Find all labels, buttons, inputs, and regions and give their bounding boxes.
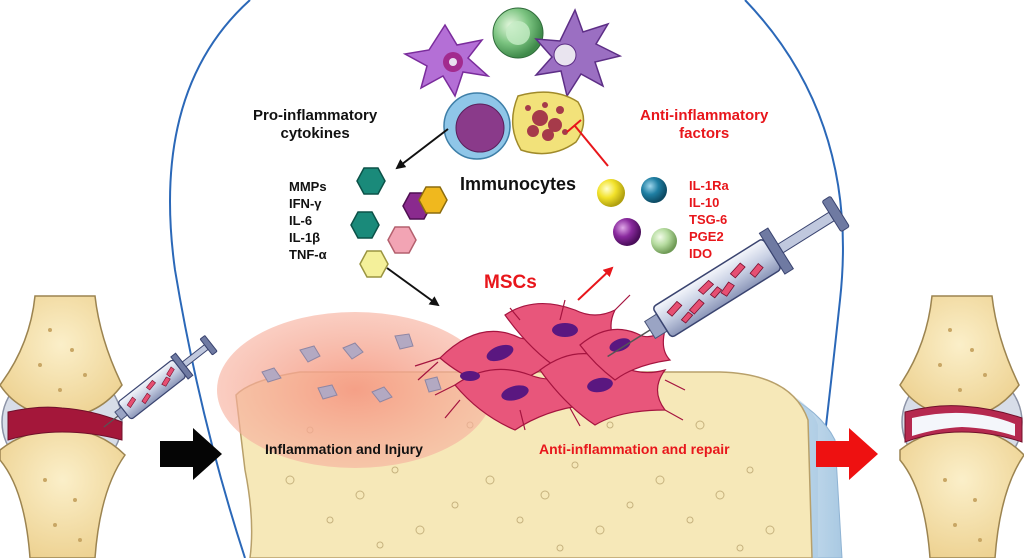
- knee-repaired: [899, 295, 1024, 558]
- syringe-small: [103, 335, 218, 428]
- factor-list: IL-1Ra IL-10 TSG-6 PGE2 IDO: [689, 177, 729, 262]
- syringe-large: [607, 196, 850, 358]
- knee-inflamed: [0, 295, 126, 558]
- cytokine-item: IFN-γ: [289, 196, 322, 211]
- anti-inflammation-repair-label: Anti-inflammation and repair: [539, 441, 730, 457]
- cytokine-item: MMPs: [289, 179, 327, 194]
- factor-balls: [597, 177, 677, 254]
- zoom-outline-left: [169, 0, 251, 558]
- cytokine-item: IL-6: [289, 213, 313, 228]
- repair-arrow: [816, 428, 878, 480]
- cytokine-hexagons: [350, 167, 448, 278]
- mscs-label: MSCs: [484, 272, 537, 293]
- factor-item: IDO: [689, 246, 713, 261]
- inflammation-zone: [217, 312, 493, 468]
- factor-item: IL-10: [689, 195, 720, 210]
- msc-cluster: [414, 294, 686, 431]
- immunocytes-label: Immunocytes: [460, 174, 577, 194]
- pathway-arrows: [386, 119, 614, 307]
- immunocyte-group: [402, 7, 623, 160]
- cytokine-item: TNF-α: [289, 247, 327, 262]
- inflammation-injury-label: Inflammation and Injury: [265, 441, 423, 457]
- pro-inflammatory-label: Pro-inflammatory cytokines: [253, 107, 378, 142]
- anti-inflammatory-label: Anti-inflammatory factors: [640, 107, 769, 142]
- inflammation-arrow: [160, 428, 222, 480]
- cytokine-item: IL-1β: [289, 230, 321, 245]
- factor-item: PGE2: [689, 229, 724, 244]
- factor-item: IL-1Ra: [689, 178, 729, 193]
- cytokine-list: MMPs IFN-γ IL-6 IL-1β TNF-α: [289, 178, 327, 263]
- factor-item: TSG-6: [689, 212, 728, 227]
